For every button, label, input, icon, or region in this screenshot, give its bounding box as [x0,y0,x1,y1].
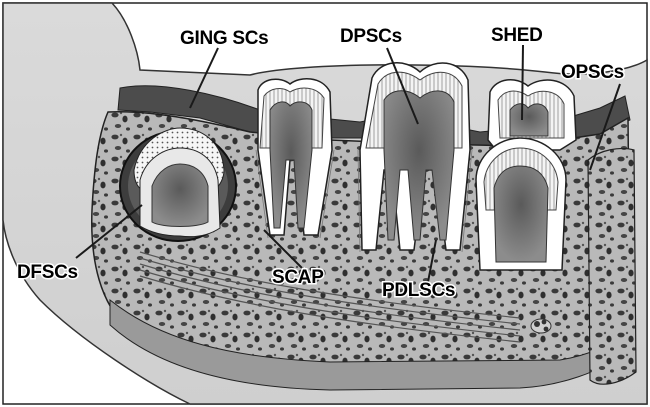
label-opscs: OPSCs [561,62,624,83]
label-pdlscs: PDLSCs [382,280,455,301]
label-scap: SCAP [272,267,324,288]
leader-shed [522,45,523,120]
ramus-bone [588,148,636,384]
label-dpscs: DPSCs [340,26,402,47]
erupted-molar [360,63,470,250]
label-shed: SHED [491,25,543,46]
successor-tooth [476,138,566,270]
nerve-bundle [531,319,551,333]
label-dfscs: DFSCs [17,262,78,283]
label-ging-scs: GING SCs [180,28,268,49]
